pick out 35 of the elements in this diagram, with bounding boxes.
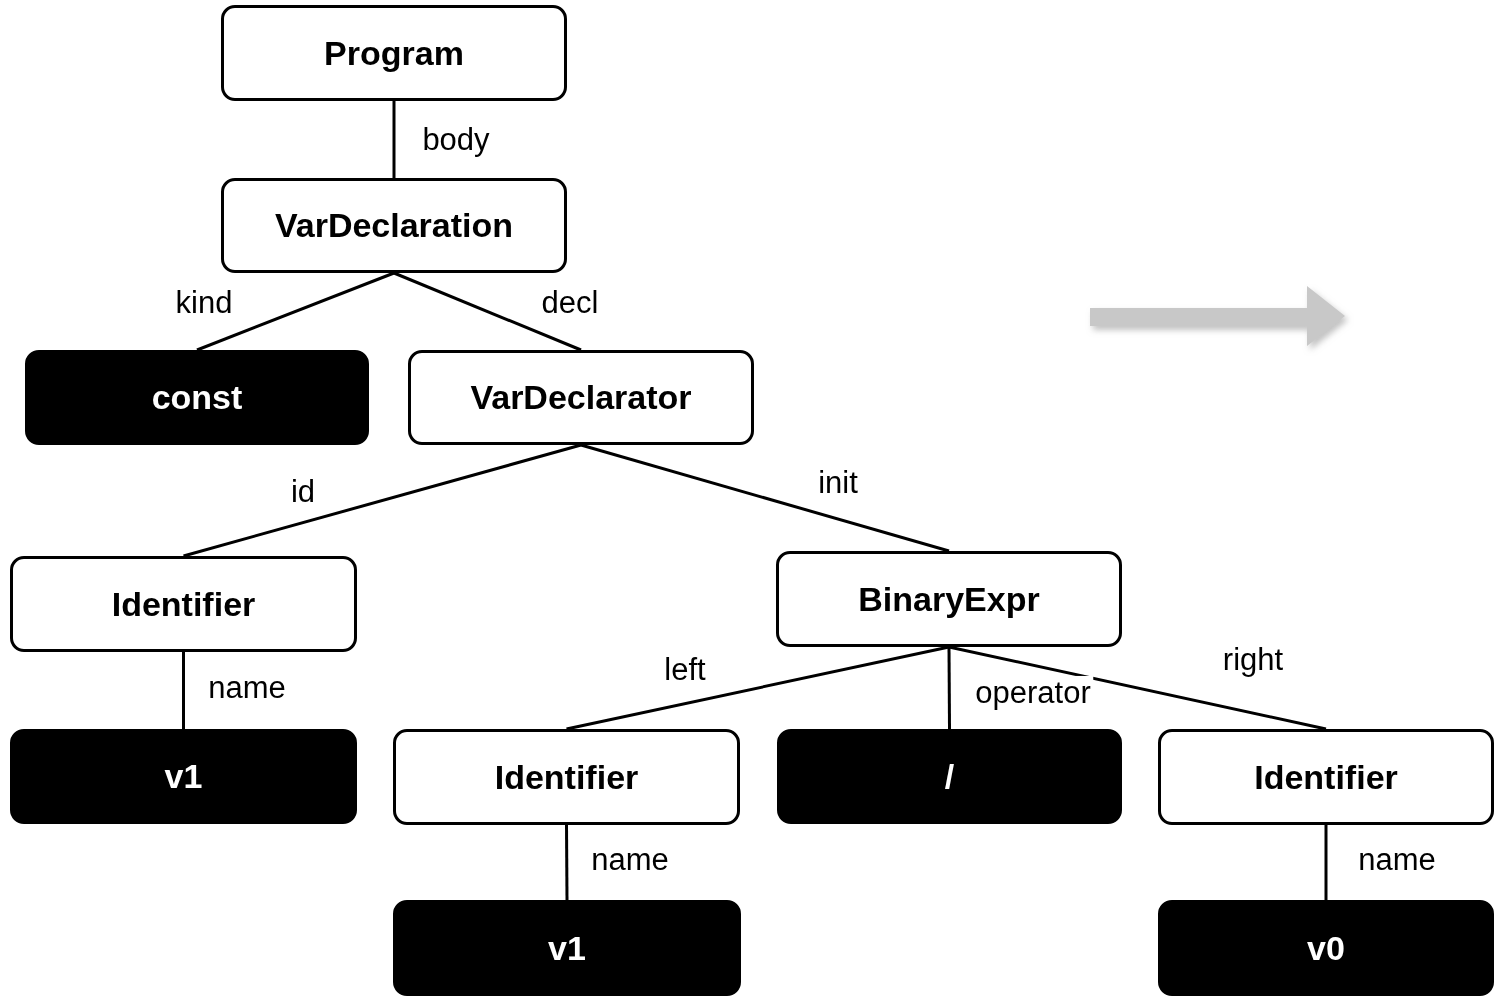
node-label: VarDeclarator xyxy=(470,378,692,417)
connector-line xyxy=(565,825,569,900)
node-label: Program xyxy=(324,33,464,73)
connector-line xyxy=(393,271,582,352)
node-label: Identifier xyxy=(1254,757,1398,797)
connector-line xyxy=(183,443,582,558)
connector-line xyxy=(947,647,951,729)
node-label: v1 xyxy=(548,928,586,968)
node-label: VarDeclaration xyxy=(274,206,514,245)
node-label: const xyxy=(151,378,243,417)
value-box xyxy=(393,900,741,996)
value-box xyxy=(777,729,1122,824)
value-box xyxy=(25,350,369,445)
node-label: BinaryExpr xyxy=(858,579,1040,619)
ast-node-box xyxy=(393,729,740,825)
connector-line xyxy=(182,652,185,729)
ast-node-box xyxy=(221,178,567,273)
node-label: Identifier xyxy=(494,757,639,797)
node-label: Identifier xyxy=(111,584,256,624)
ast-node-box xyxy=(10,556,357,652)
ast-node-box xyxy=(776,551,1122,647)
node-label: / xyxy=(944,757,955,796)
connector-line xyxy=(580,443,950,553)
connector-line xyxy=(566,645,950,731)
ast-node-box xyxy=(1158,729,1494,825)
value-box xyxy=(1158,900,1494,996)
ast-node-box xyxy=(408,350,754,445)
connector-line xyxy=(948,645,1327,731)
node-label: v1 xyxy=(164,757,203,796)
value-box xyxy=(10,729,357,824)
ast-node-box xyxy=(221,5,567,101)
connector-line xyxy=(1324,825,1328,900)
node-label: v0 xyxy=(1307,928,1345,968)
connector-line xyxy=(196,271,395,352)
connector-line xyxy=(392,101,396,178)
